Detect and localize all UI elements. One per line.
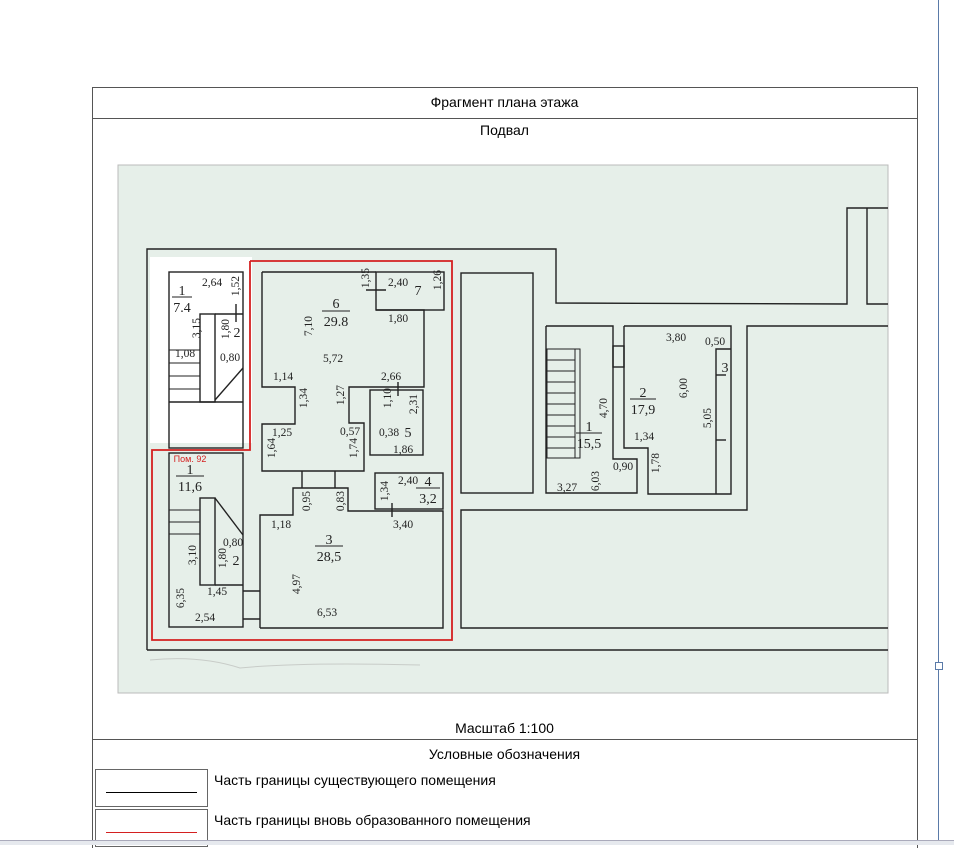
dimension-label: 0,38 — [379, 427, 399, 439]
dimension-label: 1,74 — [348, 438, 360, 458]
area-labels — [172, 296, 656, 547]
dimension-label: 1,25 — [272, 427, 292, 439]
dimension-label: 1,80 — [220, 319, 232, 339]
document-title: Фрагмент плана этажа — [430, 94, 579, 110]
svg-text:1: 1 — [586, 420, 593, 435]
dimension-label: 0,95 — [301, 491, 313, 511]
dimension-label: 1,18 — [271, 519, 291, 531]
scale-label: Масштаб 1:100 — [455, 720, 554, 736]
premises-label: Пом. 92 — [174, 454, 207, 464]
new-room-boundary — [151, 260, 453, 641]
dimension-label: 2,40 — [398, 475, 418, 487]
page-edge-guide — [938, 0, 939, 844]
svg-text:3: 3 — [326, 533, 333, 548]
pencil-mark — [149, 658, 421, 669]
dimension-label: 7,10 — [303, 316, 315, 336]
svg-text:5: 5 — [405, 426, 412, 441]
dimension-label: 1,86 — [393, 444, 413, 456]
dimension-label: 1,64 — [266, 438, 278, 458]
dimension-label: 1,10 — [382, 388, 394, 408]
floor-name: Подвал — [480, 122, 529, 138]
svg-text:11,6: 11,6 — [178, 480, 202, 495]
dimension-label: 1,27 — [335, 385, 347, 405]
dimension-label: 1,35 — [360, 268, 372, 288]
dimension-label: 0,80 — [220, 352, 240, 364]
stairs — [169, 348, 581, 535]
legend-title: Условные обозначения — [428, 746, 581, 762]
dimension-label: 1,34 — [298, 388, 310, 408]
resize-handle[interactable] — [935, 662, 943, 670]
dimension-label: 1,80 — [388, 313, 408, 325]
dimension-label: 5,72 — [323, 353, 343, 365]
svg-text:2: 2 — [640, 386, 647, 401]
legend-label-new: Часть границы вновь образованного помеще… — [214, 812, 531, 828]
svg-text:17,9: 17,9 — [631, 403, 656, 418]
dimension-label: 2,54 — [195, 612, 215, 624]
dimension-label: 1,78 — [650, 453, 662, 473]
svg-text:3,2: 3,2 — [419, 492, 437, 507]
dimension-label: 1,80 — [217, 548, 229, 568]
svg-text:15,5: 15,5 — [577, 437, 602, 452]
dimension-label: 1,08 — [175, 348, 195, 360]
dimension-label: 6,53 — [317, 607, 337, 619]
dimension-label: 0,80 — [223, 537, 243, 549]
divider — [92, 739, 917, 740]
walls — [146, 207, 888, 651]
svg-text:7.4: 7.4 — [173, 301, 191, 316]
divider — [92, 118, 917, 119]
dimension-label: 6,35 — [175, 588, 187, 608]
dimension-label: 2,66 — [381, 371, 401, 383]
dimension-label: 5,05 — [702, 408, 714, 428]
legend-swatch-existing — [95, 769, 208, 807]
dimension-label: 1,14 — [273, 371, 293, 383]
svg-text:2: 2 — [233, 554, 240, 569]
legend-label-existing: Часть границы существующего помещения — [214, 772, 496, 788]
svg-text:2: 2 — [234, 326, 241, 341]
white-patch — [150, 257, 252, 443]
dimension-label: 2,31 — [408, 394, 420, 414]
dimension-label: 4,70 — [598, 398, 610, 418]
dimension-label: 2,64 — [202, 277, 222, 289]
dimension-label: 3,40 — [393, 519, 413, 531]
bottom-scrollbar[interactable] — [0, 840, 954, 845]
dimension-label: 1,52 — [230, 276, 242, 296]
svg-text:4: 4 — [425, 475, 432, 490]
dimension-label: 3,15 — [191, 318, 203, 338]
dimension-label: 1,34 — [379, 481, 391, 501]
dimension-label: 1,26 — [432, 270, 444, 290]
svg-text:28,5: 28,5 — [317, 550, 342, 565]
svg-text:6: 6 — [333, 297, 340, 312]
svg-text:29.8: 29.8 — [324, 315, 349, 330]
dimension-label: 2,40 — [388, 277, 408, 289]
dimension-label: 1,45 — [207, 586, 227, 598]
dimension-labels: 2,64 1,52 3,15 1,80 1,08 0,80 1,35 2,40 1,26 1,80… — [175, 268, 725, 624]
dimension-label: 1,34 — [634, 431, 654, 443]
dimension-label: 0,83 — [335, 491, 347, 511]
svg-text:1: 1 — [187, 463, 194, 478]
dimension-label: 6,00 — [678, 378, 690, 398]
dimension-label: 0,90 — [613, 461, 633, 473]
dimension-label: 6,03 — [590, 471, 602, 491]
svg-text:1: 1 — [179, 284, 186, 299]
dimension-label: 3,80 — [666, 332, 686, 344]
dimension-label: 3,10 — [187, 545, 199, 565]
dimension-label: 3,27 — [557, 482, 577, 494]
dimension-label: 0,57 — [340, 426, 360, 438]
svg-text:7: 7 — [415, 284, 422, 299]
svg-text:3: 3 — [722, 361, 729, 376]
dimension-label: 0,50 — [705, 336, 725, 348]
room-labels: 17.4 629.8 43,2 111,6 328,5 115,5 217,9 … — [173, 284, 728, 569]
dimension-label: 4,97 — [291, 574, 303, 594]
document-frame — [92, 87, 918, 848]
